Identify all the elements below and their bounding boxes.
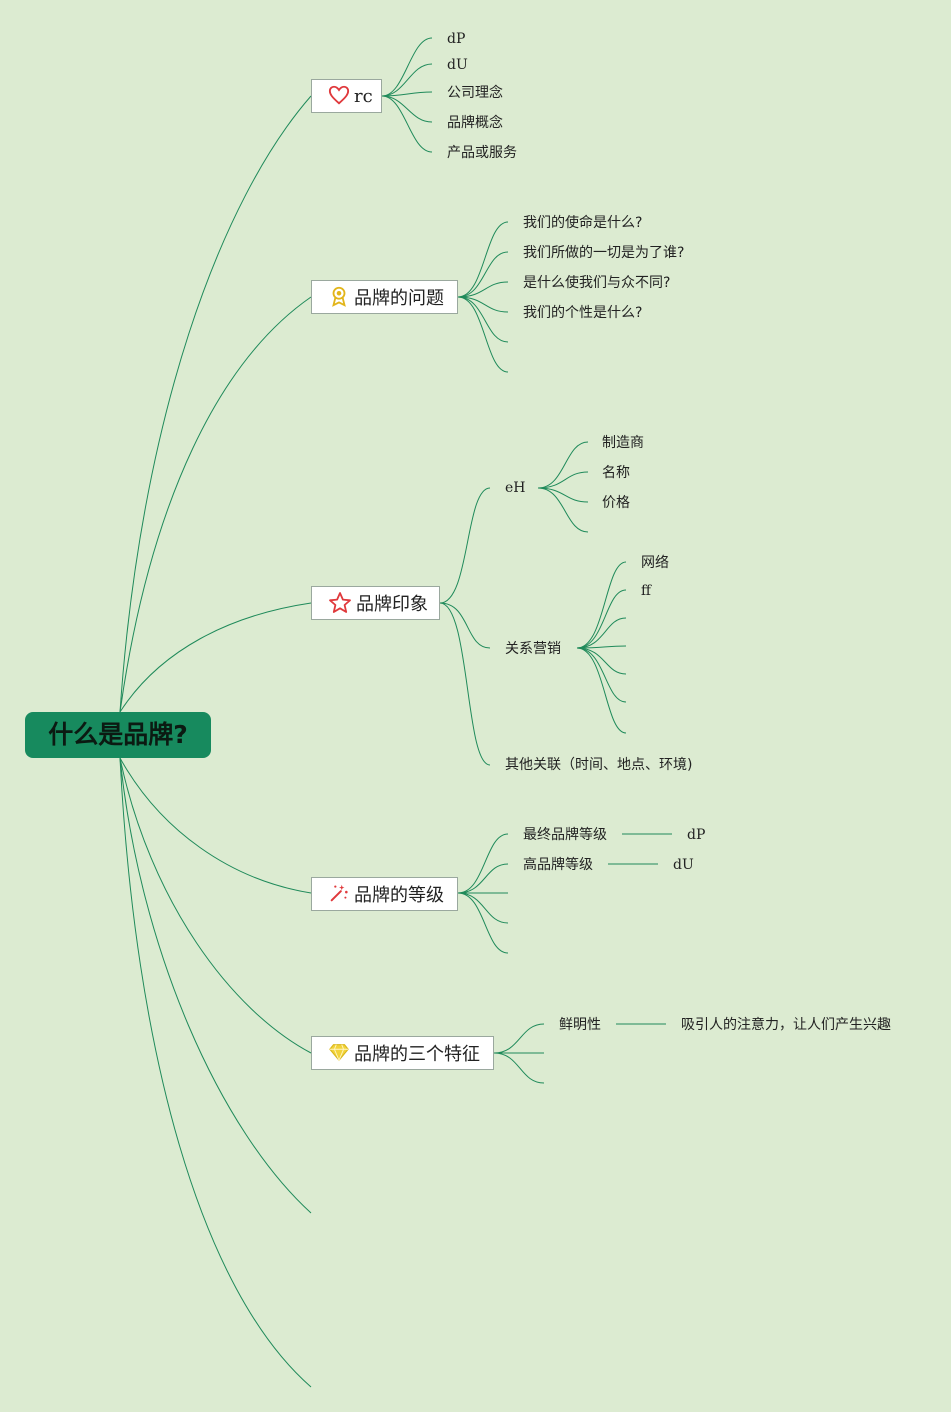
eh-child-price[interactable]: 价格 bbox=[602, 495, 630, 511]
trait-distinctiveness-value[interactable]: 吸引人的注意力，让人们产生兴趣 bbox=[681, 1017, 891, 1033]
question-for-whom[interactable]: 我们所做的一切是为了谁? bbox=[523, 245, 685, 261]
branch-brand-impression-label: 品牌印象 bbox=[356, 594, 428, 615]
question-mission[interactable]: 我们的使命是什么? bbox=[523, 215, 643, 231]
branch-three-traits-label: 品牌的三个特征 bbox=[354, 1044, 480, 1065]
rc-child-product[interactable]: 产品或服务 bbox=[447, 145, 517, 161]
branch-three-traits[interactable]: 品牌的三个特征 bbox=[311, 1036, 494, 1070]
level-high[interactable]: 高品牌等级 bbox=[523, 857, 593, 873]
branch-rc[interactable]: rc bbox=[311, 79, 382, 113]
magic-wand-icon bbox=[328, 882, 350, 906]
branch-brand-levels-label: 品牌的等级 bbox=[354, 885, 444, 906]
rc-child-concept[interactable]: 品牌概念 bbox=[447, 115, 503, 131]
level-ultimate-value[interactable]: dP bbox=[687, 827, 706, 843]
branch-brand-questions-label: 品牌的问题 bbox=[354, 288, 444, 309]
question-personality[interactable]: 我们的个性是什么? bbox=[523, 305, 643, 321]
impression-relationship-marketing[interactable]: 关系营销 bbox=[505, 641, 561, 657]
relation-child-network[interactable]: 网络 bbox=[641, 555, 669, 571]
impression-eh[interactable]: eH bbox=[505, 480, 526, 496]
root-label: 什么是品牌? bbox=[48, 720, 188, 749]
award-icon bbox=[328, 285, 350, 309]
impression-other-associations[interactable]: 其他关联（时间、地点、环境) bbox=[505, 757, 693, 773]
star-icon bbox=[328, 591, 352, 615]
rc-child-du[interactable]: dU bbox=[447, 57, 468, 73]
rc-child-dp[interactable]: dP bbox=[447, 31, 466, 47]
root-node[interactable]: 什么是品牌? bbox=[25, 712, 211, 758]
level-high-value[interactable]: dU bbox=[673, 857, 694, 873]
heart-icon bbox=[328, 84, 350, 108]
trait-distinctiveness[interactable]: 鲜明性 bbox=[559, 1017, 601, 1033]
level-ultimate[interactable]: 最终品牌等级 bbox=[523, 827, 607, 843]
eh-child-manufacturer[interactable]: 制造商 bbox=[602, 435, 644, 451]
branch-rc-label: rc bbox=[354, 85, 373, 107]
diamond-icon bbox=[328, 1041, 350, 1065]
branch-brand-questions[interactable]: 品牌的问题 bbox=[311, 280, 458, 314]
relation-child-ff[interactable]: ff bbox=[641, 583, 651, 599]
rc-child-philosophy[interactable]: 公司理念 bbox=[447, 85, 503, 101]
branch-brand-impression[interactable]: 品牌印象 bbox=[311, 586, 440, 620]
eh-child-name[interactable]: 名称 bbox=[602, 465, 630, 481]
branch-brand-levels[interactable]: 品牌的等级 bbox=[311, 877, 458, 911]
question-difference[interactable]: 是什么使我们与众不同? bbox=[523, 275, 671, 291]
